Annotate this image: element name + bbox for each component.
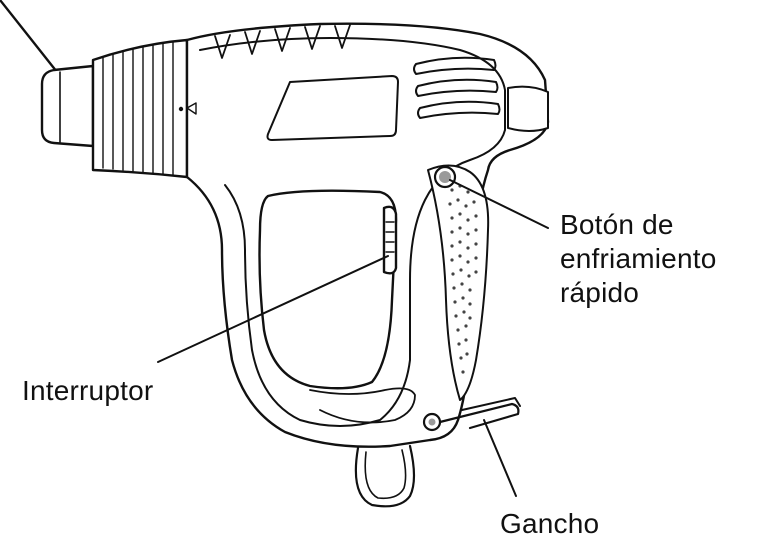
gancho-leader-line: [483, 419, 517, 497]
interruptor-leader-line: [157, 255, 389, 363]
side-window: [266, 75, 399, 141]
rear-vent-slots: [413, 56, 501, 119]
inner-shell-line: [199, 37, 506, 427]
boton-label-line1: Botón de: [560, 209, 674, 240]
ribbed-vent-section: [91, 38, 189, 179]
boton-label-line2: enfriamiento: [560, 243, 717, 274]
stand-loop-inner: [364, 449, 407, 500]
gancho-label: Gancho: [500, 508, 600, 539]
hanging-hook: [438, 397, 521, 430]
stand-loop: [354, 444, 416, 508]
direction-marker: [178, 102, 197, 115]
trigger-switch: [382, 205, 398, 275]
interruptor-label: Interruptor: [22, 375, 154, 406]
grip-contour: [309, 387, 416, 424]
hook-pivot: [422, 412, 442, 432]
top-fins: [214, 24, 351, 59]
boton-leader-line: [449, 179, 549, 229]
boton-label-line3: rápido: [560, 277, 640, 308]
rear-cap: [507, 85, 549, 132]
trigger-opening: [258, 189, 398, 390]
nozzle: [40, 64, 95, 148]
boton-enfriamiento-label: Botón de enfriamiento rápido: [560, 208, 716, 310]
nozzle-leader-line: [0, 0, 59, 74]
grip-panel: [427, 164, 490, 401]
cooldown-button: [433, 165, 457, 189]
grip-texture-dots: [448, 184, 478, 374]
